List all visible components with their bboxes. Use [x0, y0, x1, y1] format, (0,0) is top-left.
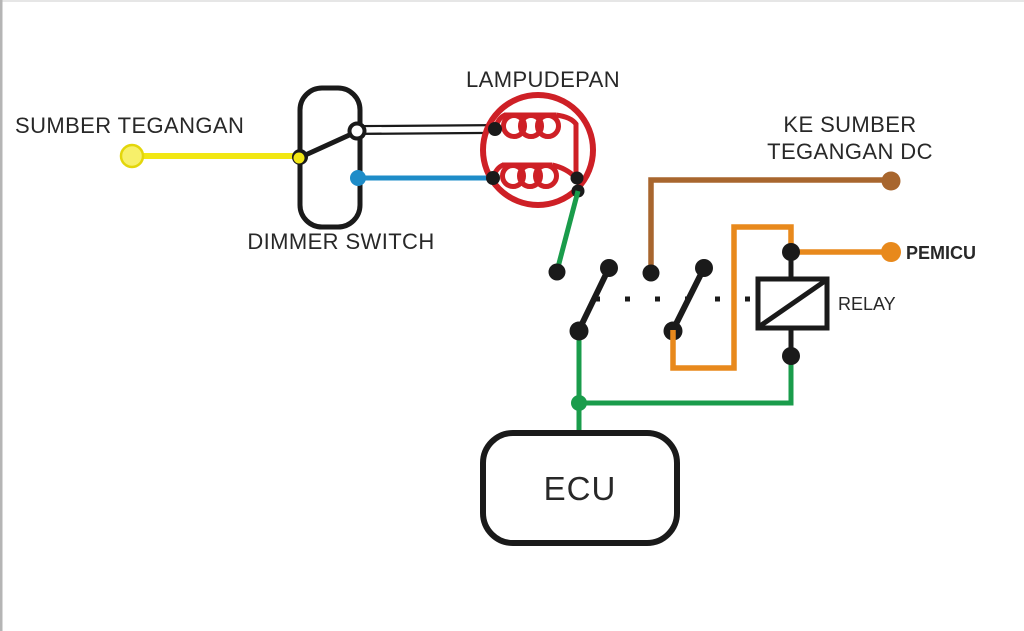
dimmer-low-contact: [350, 170, 366, 186]
upper-coil-loop: [501, 113, 527, 139]
contact1-lever-top-dot: [600, 259, 618, 277]
contact1-fixed-dot: [548, 263, 566, 281]
headlamp-coils: [490, 112, 579, 189]
green-wire-switch-to-relay: [576, 330, 794, 406]
label-pemicu: PEMICU: [906, 243, 976, 263]
contact1-lever: [576, 265, 612, 333]
white-wire: [355, 126, 495, 133]
ecu-box: [480, 430, 680, 546]
contact1-lever-bottom-dot: [569, 321, 589, 341]
label-relay: RELAY: [838, 294, 896, 314]
page-top-edge: [0, 0, 1024, 2]
lamp-upper-terminal-dot: [488, 122, 502, 136]
label-ecu: ECU: [544, 470, 617, 507]
label-dimmer-switch: DIMMER SWITCH: [247, 229, 434, 254]
relay-coil-diagonal: [758, 278, 827, 329]
lower-coil-loop: [517, 163, 543, 189]
voltage-source-terminal: [119, 143, 145, 169]
dimmer-high-contact: [347, 121, 367, 141]
lamp-lower-terminal-dot: [486, 171, 500, 185]
dimmer-pivot-yellow-dot: [293, 152, 305, 164]
label-lampudepan: LAMPUDEPAN: [466, 67, 620, 92]
lamp-common-junction-dot: [570, 171, 584, 185]
orange-wire-contact-to-coil: [670, 224, 794, 371]
green-wire-lamp-to-contact: [554, 190, 581, 272]
trigger-terminal: [881, 242, 901, 262]
upper-coil-loop: [535, 113, 561, 139]
contact2-lever: [670, 265, 707, 333]
dc-source-terminal: [881, 171, 901, 191]
label-sumber-tegangan: SUMBER TEGANGAN: [15, 113, 244, 138]
contact2-lever-top-dot: [695, 259, 713, 277]
relay-top-terminal-dot: [782, 243, 800, 261]
upper-coil-loop: [518, 113, 544, 139]
page-left-edge: [0, 0, 3, 631]
dimmer-switch-body: [297, 85, 363, 230]
label-tegangan-dc: TEGANGAN DC: [767, 139, 933, 164]
relay-bottom-terminal-dot: [782, 347, 800, 365]
lower-coil-loop: [500, 163, 526, 189]
label-ke-sumber: KE SUMBER: [783, 112, 916, 137]
green-junction-dot: [571, 395, 587, 411]
lower-coil-loop: [533, 163, 559, 189]
contact2-fixed-dot: [642, 264, 660, 282]
coil-common-connector: [555, 112, 579, 177]
headlamp-circle: [480, 92, 596, 208]
dimmer-lever: [298, 129, 359, 160]
brown-wire: [648, 177, 891, 272]
